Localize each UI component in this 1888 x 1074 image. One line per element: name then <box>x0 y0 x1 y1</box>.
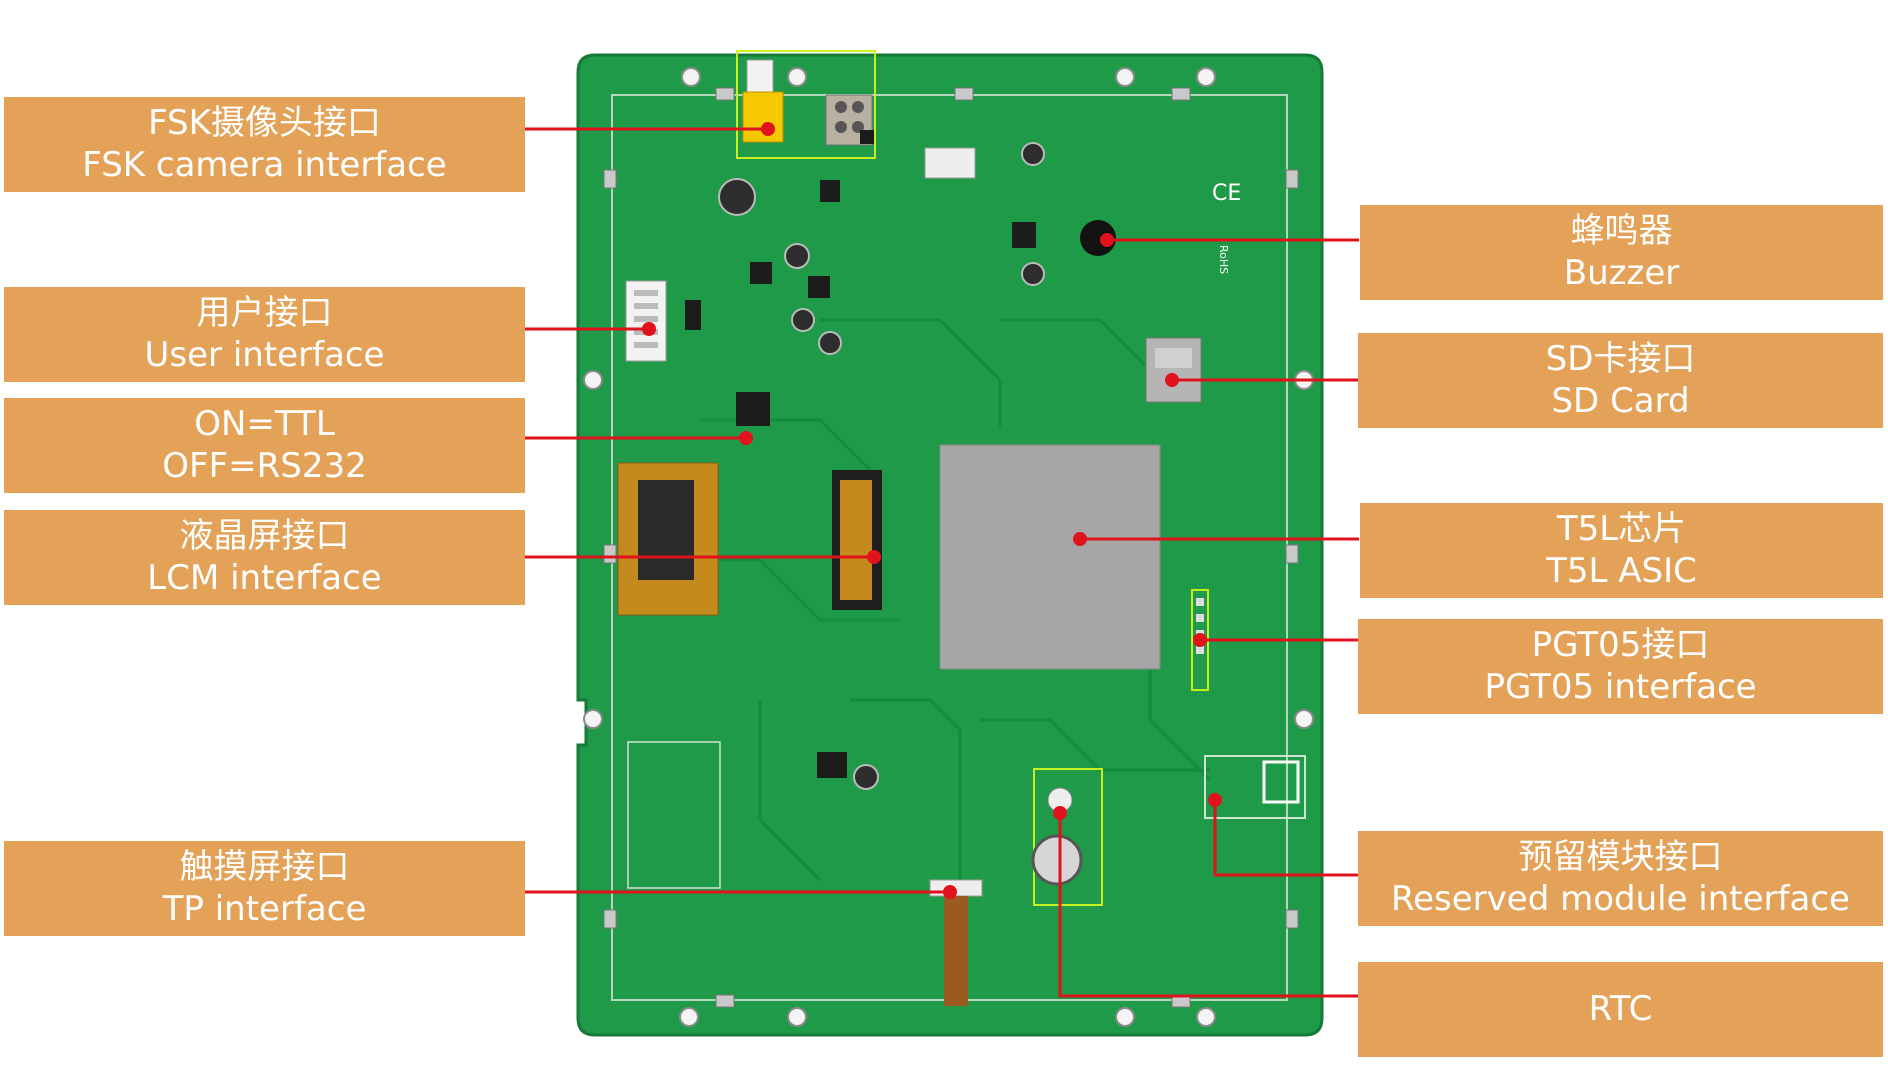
leader-dots <box>642 122 1222 899</box>
label-t5l-asic: T5L芯片 T5L ASIC <box>1360 503 1883 598</box>
label-pgt05-interface: PGT05接口 PGT05 interface <box>1358 619 1883 714</box>
reserved-module-outline <box>1204 755 1306 819</box>
label-ttl-line1: ON=TTL <box>194 404 335 445</box>
label-sd-en: SD Card <box>1551 380 1690 421</box>
label-lcm-interface: 液晶屏接口 LCM interface <box>4 510 525 605</box>
chips <box>685 130 1036 778</box>
label-pgt-en: PGT05 interface <box>1484 666 1757 707</box>
leader-reserved <box>1213 800 1358 877</box>
marks: CE RoHS <box>1212 181 1241 274</box>
label-tp-en: TP interface <box>162 888 367 929</box>
label-lcm-en: LCM interface <box>147 557 382 598</box>
label-user-zh: 用户接口 <box>196 293 333 334</box>
lcm-ribbon <box>617 462 882 616</box>
label-rtc: RTC <box>1358 962 1883 1057</box>
label-rtc-en: RTC <box>1588 988 1653 1029</box>
label-buzzer-en: Buzzer <box>1563 252 1680 293</box>
label-tp-interface: 触摸屏接口 TP interface <box>4 841 525 936</box>
label-sd-card: SD卡接口 SD Card <box>1358 333 1883 428</box>
fsk-connector <box>736 50 876 159</box>
label-user-interface: 用户接口 User interface <box>4 287 525 382</box>
t5l-chip <box>939 444 1161 670</box>
label-ttl-rs232: ON=TTL OFF=RS232 <box>4 398 525 493</box>
label-pgt-zh: PGT05接口 <box>1531 625 1710 666</box>
label-fsk-zh: FSK摄像头接口 <box>148 103 381 144</box>
white-connector <box>924 147 976 179</box>
leader-lines <box>525 127 1359 998</box>
ce-mark: CE <box>1212 181 1241 206</box>
label-ttl-line2: OFF=RS232 <box>162 445 367 486</box>
user-connector <box>625 280 667 362</box>
label-reserved-en: Reserved module interface <box>1391 878 1850 919</box>
label-tp-zh: 触摸屏接口 <box>179 847 350 888</box>
label-fsk-en: FSK camera interface <box>82 144 447 185</box>
label-buzzer: 蜂鸣器 Buzzer <box>1360 205 1883 300</box>
label-user-en: User interface <box>144 334 385 375</box>
leader-rtc <box>1058 813 1358 998</box>
capacitors <box>718 142 1045 790</box>
rtc-battery <box>1031 768 1103 906</box>
rohs-mark: RoHS <box>1217 245 1230 274</box>
label-reserved-module-interface: 预留模块接口 Reserved module interface <box>1358 831 1883 926</box>
label-reserved-zh: 预留模块接口 <box>1518 837 1723 878</box>
sd-slot <box>1145 337 1202 403</box>
label-lcm-zh: 液晶屏接口 <box>179 516 350 557</box>
label-t5l-zh: T5L芯片 <box>1556 509 1687 550</box>
tp-outline <box>627 741 721 889</box>
label-t5l-en: T5L ASIC <box>1546 550 1697 591</box>
label-fsk-camera-interface: FSK摄像头接口 FSK camera interface <box>4 97 525 192</box>
label-buzzer-zh: 蜂鸣器 <box>1570 211 1673 252</box>
label-sd-zh: SD卡接口 <box>1545 339 1696 380</box>
